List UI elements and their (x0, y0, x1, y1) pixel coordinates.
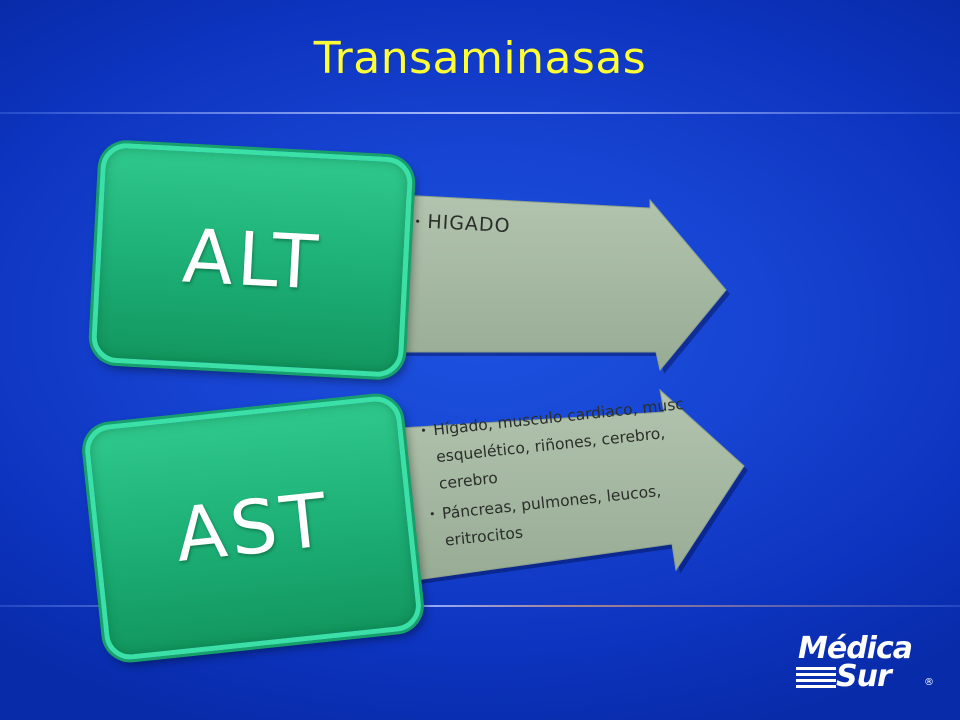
registered-mark: ® (924, 677, 934, 688)
logo-text-medica: Médica (798, 631, 913, 666)
ast-box: AST (82, 394, 424, 662)
medica-sur-logo: Médica Sur ® (796, 631, 936, 694)
bottom-divider (0, 605, 960, 607)
slide-title: Transaminasas (313, 33, 647, 84)
logo-text-sur: Sur (836, 659, 892, 694)
alt-box: ALT (90, 141, 414, 379)
logo-stripes-icon (796, 667, 836, 689)
alt-arrow (399, 194, 727, 372)
top-divider (0, 112, 960, 114)
ast-label: AST (171, 477, 335, 579)
alt-label: ALT (180, 213, 324, 307)
